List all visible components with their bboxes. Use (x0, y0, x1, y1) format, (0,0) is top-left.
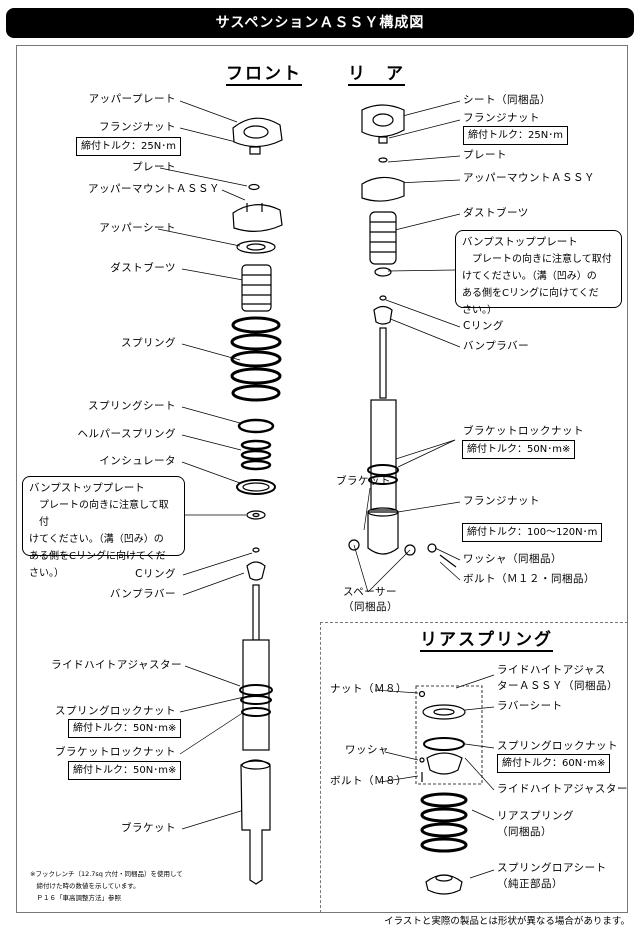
label-bump-rubber: バンプラバー (109, 588, 176, 600)
label-rear-flange-nut: フランジナット (463, 112, 540, 124)
torque-spring-lock-nut: 締付トルク：50N･m※ (68, 719, 182, 738)
label-lower-seat-note: （純正部品） (497, 878, 563, 890)
callout-title: バンプストッププレート (29, 482, 145, 494)
label-rs-ride-height: ライドハイトアジャスター (497, 783, 628, 795)
label-bolt-m8: ボルト（Ｍ８） (330, 775, 407, 787)
label-rear-flange-nut-2: フランジナット (463, 495, 540, 507)
label-spring-seat: スプリングシート (88, 400, 176, 412)
label-c-ring: Cリング (135, 568, 176, 580)
label-rubber-seat: ラバーシート (497, 700, 563, 712)
label-rear-bump-rubber: バンプラバー (463, 340, 530, 352)
rear-assembly (348, 104, 483, 895)
label-rear-bracket-lock-nut: ブラケットロックナット (463, 425, 584, 437)
label-rear-upper-mount: アッパーマウントＡＳＳＹ (463, 172, 595, 184)
callout-line: ある側をCリングに向けてくだ (462, 288, 599, 299)
label-washer: ワッシャ（同梱品） (463, 553, 562, 565)
label-ride-height: ライドハイトアジャスター (51, 659, 182, 671)
label-rha-assy: ライドハイトアジャス (497, 664, 606, 676)
footnote-line: 締付けた時の数値を示しています。 (30, 882, 140, 890)
label-rear-dust-boots: ダストブーツ (463, 207, 529, 219)
label-rear-c-ring: Cリング (463, 320, 504, 332)
label-bracket-lock-nut: ブラケットロックナット (55, 746, 176, 758)
disclaimer: イラストと実際の製品とは形状が異なる場合があります。 (384, 916, 630, 927)
label-bolt: ボルト（Ｍ１２・同梱品） (463, 573, 595, 585)
footnote: ※フックレンチ（12.7sq 穴付・同梱品）を使用して 締付けた時の数値を示して… (30, 868, 183, 904)
label-upper-plate: アッパープレート (88, 93, 176, 105)
label-spacer: スペーサー (343, 586, 398, 598)
label-rear-plate: プレート (463, 149, 507, 161)
diagram-frame (16, 45, 628, 913)
callout-line: プレートの向きに注意して取付 (39, 500, 169, 528)
rear-spring-heading: リアスプリング (420, 630, 553, 652)
page-title: サスペンションＡＳＳＹ構成図 (6, 8, 634, 38)
torque-bracket-lock-nut: 締付トルク：50N･m※ (68, 761, 182, 780)
label-flange-nut: フランジナット (99, 121, 176, 133)
callout-title: バンプストッププレート (462, 236, 578, 248)
callout-line: けてください。（溝（凹み）の (29, 534, 164, 545)
label-dust-boots: ダストブーツ (110, 262, 176, 274)
label-bracket: ブラケット (121, 822, 176, 834)
label-rs-spring-lock-nut: スプリングロックナット (497, 740, 618, 752)
front-assembly (230, 117, 283, 885)
footnote-line: Ｐ１６「車高調整方法」参照 (30, 894, 122, 902)
rear-bump-stop-callout: バンプストッププレート プレートの向きに注意して取付 けてください。（溝（凹み）… (455, 230, 622, 316)
label-spacer-note: （同梱品） (343, 601, 398, 613)
torque-flange-nut: 締付トルク：25N･m (76, 137, 181, 156)
label-upper-seat: アッパーシート (99, 222, 176, 234)
leader-lines (157, 100, 495, 879)
callout-line: プレートの向きに注意して取付 (472, 254, 612, 265)
label-rs-washer: ワッシャ (345, 744, 389, 756)
label-rear-spring: リアスプリング (497, 810, 574, 822)
label-lower-seat: スプリングロアシート (497, 862, 607, 874)
label-nut-m8: ナット（Ｍ８） (330, 683, 407, 695)
label-rha-assy-2: ターＡＳＳＹ（同梱品） (497, 680, 618, 692)
torque-rear-flange-nut: 締付トルク：25N･m (463, 126, 568, 145)
label-helper-spring: ヘルパースプリング (77, 428, 176, 440)
torque-rear-flange-nut-2: 締付トルク：100〜120N･m (462, 523, 603, 542)
footnote-line: ※フックレンチ（12.7sq 穴付・同梱品）を使用して (30, 870, 183, 878)
callout-line: さい。） (462, 305, 497, 316)
front-bump-stop-callout: バンプストッププレート プレートの向きに注意して取付 けてください。（溝（凹み）… (22, 476, 185, 579)
torque-rear-bracket-lock-nut: 締付トルク：50N･m※ (462, 440, 576, 459)
callout-line: さい。） (29, 568, 64, 579)
label-upper-mount: アッパーマウントＡＳＳＹ (88, 183, 220, 195)
label-plate: プレート (132, 161, 176, 173)
torque-rs-spring-lock-nut: 締付トルク：60N･m※ (497, 754, 611, 773)
label-insulator: インシュレータ (99, 455, 176, 467)
label-spring-lock-nut: スプリングロックナット (55, 705, 176, 717)
callout-line: ある側をCリングに向けてくだ (29, 551, 166, 562)
label-rear-bracket: ブラケット (336, 475, 391, 487)
callout-line: けてください。（溝（凹み）の (462, 271, 597, 282)
label-seat: シート（同梱品） (463, 94, 551, 106)
label-spring: スプリング (121, 337, 176, 349)
front-heading: フロント (226, 64, 302, 86)
label-rear-spring-note: （同梱品） (497, 826, 552, 838)
rear-heading: リ ア (348, 64, 405, 86)
rear-spring-section (320, 622, 628, 913)
